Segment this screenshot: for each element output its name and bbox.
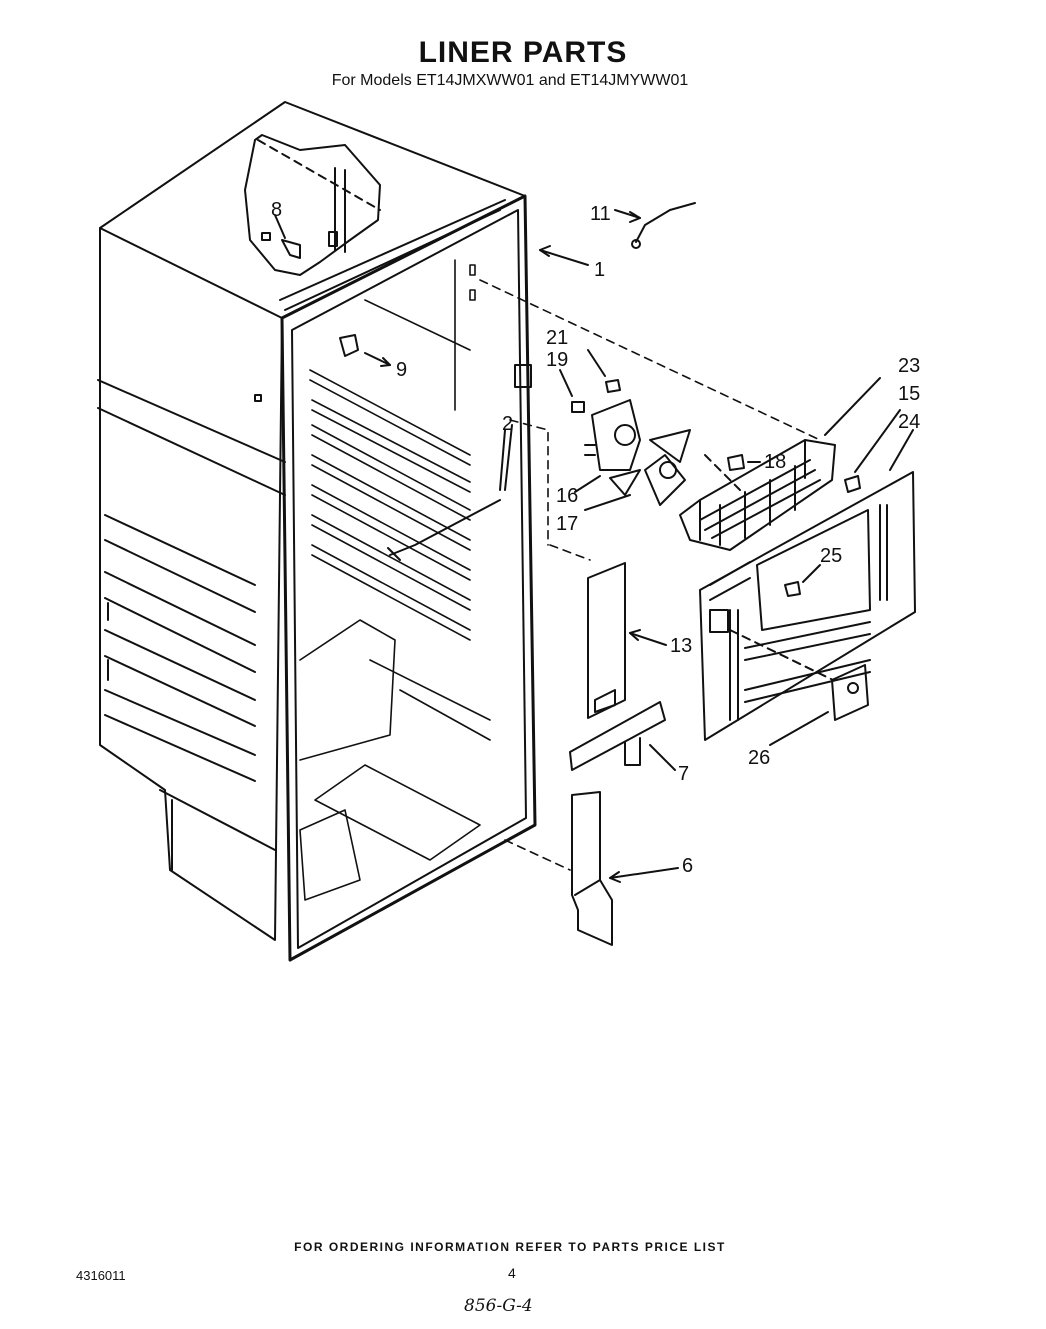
- callout-17: 17: [556, 513, 578, 535]
- page-number: 4: [508, 1265, 516, 1281]
- page-title: LINER PARTS: [418, 36, 628, 69]
- callout-15: 15: [898, 383, 920, 405]
- part-25-screw: [784, 564, 821, 597]
- part-9-socket: [339, 334, 391, 367]
- callout-23: 23: [898, 355, 920, 377]
- handwritten-note: 856-G-4: [464, 1296, 533, 1316]
- callout-16: 16: [556, 485, 578, 507]
- callout-25: 25: [820, 545, 842, 567]
- part-11-tube: [614, 202, 696, 249]
- callout-24: 24: [898, 411, 920, 433]
- part-8-bracket: [274, 214, 301, 259]
- model-subtitle: For Models ET14JMXWW01 and ET14JMYWW01: [331, 72, 689, 89]
- callout-7: 7: [678, 763, 689, 785]
- callout-13: 13: [670, 635, 692, 657]
- part-18-screw: [727, 454, 761, 471]
- callout-2: 2: [502, 413, 513, 435]
- part-7-shroud: [569, 701, 676, 771]
- part-13-baffle: [587, 562, 667, 719]
- callout-labels: 8 9 2 11 1 21 19 23 15 24 18 16 17 25 13…: [271, 199, 920, 877]
- document-number: 4316011: [76, 1268, 126, 1283]
- ordering-footer: FOR ORDERING INFORMATION REFER TO PARTS …: [294, 1240, 726, 1254]
- part-23-grille: [679, 377, 881, 551]
- part-15-screw: [844, 409, 901, 493]
- callout-21: 21: [546, 327, 568, 349]
- callout-11: 11: [590, 203, 611, 225]
- part-16-fan-motor: [574, 399, 641, 493]
- callout-26: 26: [748, 747, 770, 769]
- liner-front-frame: [279, 194, 537, 962]
- part-19-21-screws: [559, 349, 621, 413]
- part-24-evaporator-cover: [699, 429, 916, 741]
- liner-interior: [299, 259, 821, 901]
- callout-8: 8: [271, 199, 282, 221]
- part-17-fan-blade: [584, 429, 691, 511]
- callout-18: 18: [764, 451, 786, 473]
- leader-2: [504, 424, 513, 491]
- leader-1: [539, 249, 589, 266]
- arrow-1: [539, 245, 551, 257]
- callout-9: 9: [396, 359, 407, 381]
- callout-19: 19: [546, 349, 568, 371]
- callout-6: 6: [682, 855, 693, 877]
- callout-1: 1: [594, 259, 605, 281]
- part-2-sensor: [387, 429, 506, 561]
- part-6-duct: [571, 791, 679, 946]
- part-26-plate: [729, 629, 869, 746]
